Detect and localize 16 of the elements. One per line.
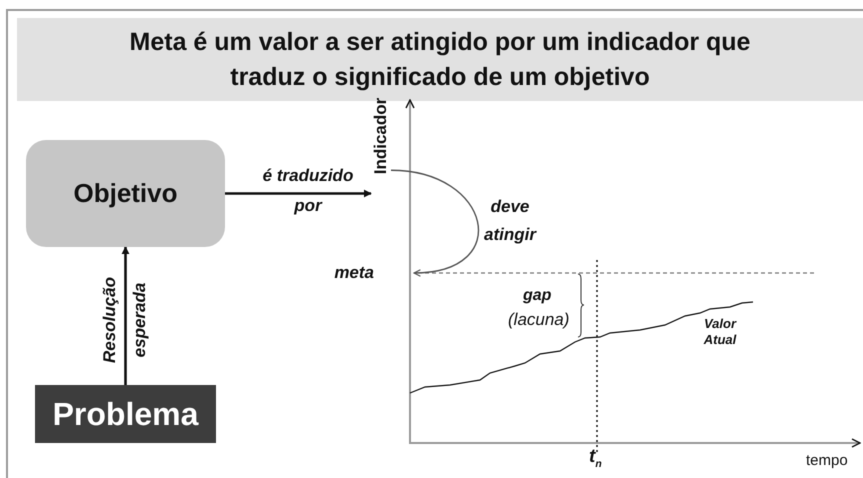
curved-arrow (390, 170, 479, 276)
edge-label: Resolução esperada (99, 276, 150, 365)
arrow (225, 190, 372, 198)
arrow (122, 246, 130, 385)
gap-note: (lacuna) (508, 310, 570, 330)
time-marker-label: t$_{n}$ (589, 446, 602, 472)
edge-label: deve atingir (483, 196, 538, 246)
goal-box: Objetivo (26, 140, 225, 247)
target-label: meta (300, 261, 414, 285)
axis-title: tempo (806, 452, 848, 470)
gap-label: gap (523, 286, 552, 306)
problem-box: Problema (35, 385, 216, 443)
edge-label: é traduzido por (262, 165, 354, 217)
title: Meta é um valor a ser atingido por um indicador que traduz o significado de um objetivo (128, 26, 752, 92)
series-label: Valor Atual (702, 316, 738, 348)
axis-title: Indicador (371, 98, 391, 174)
